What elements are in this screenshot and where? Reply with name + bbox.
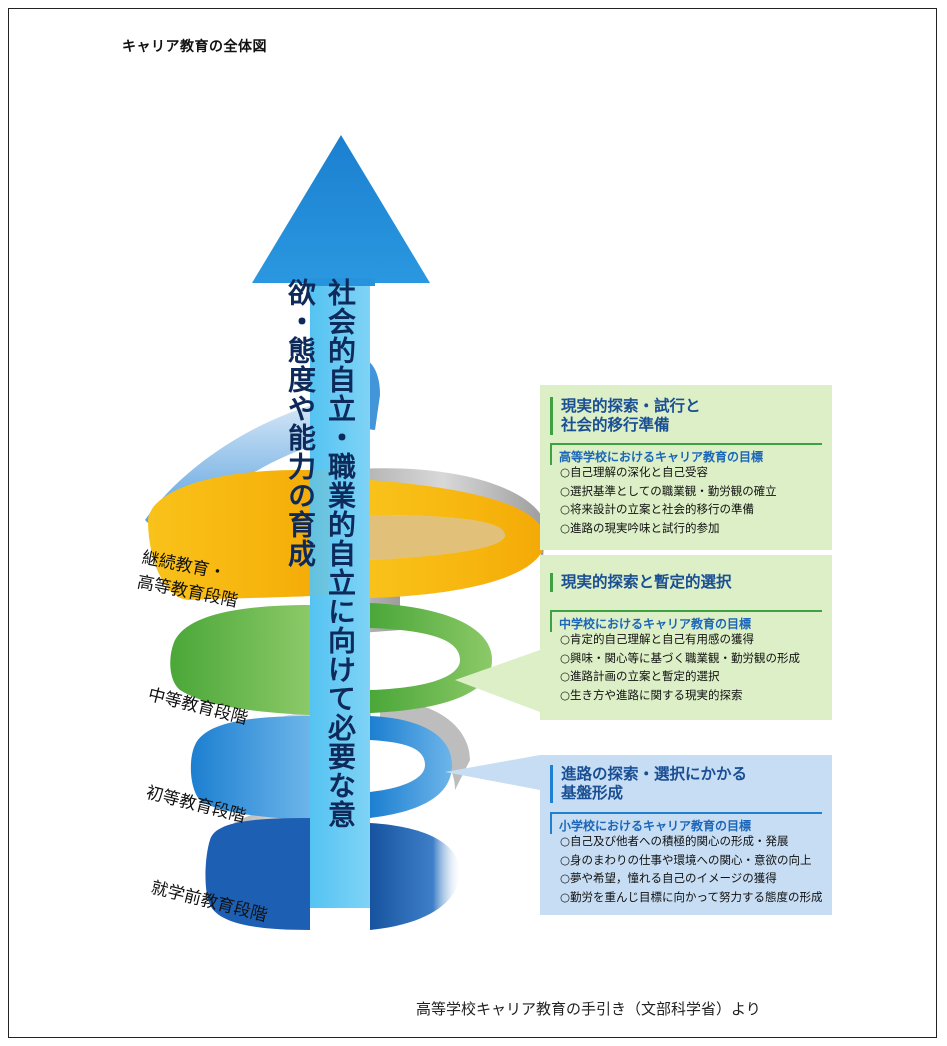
box-subheading: 中学校におけるキャリア教育の目標 [550,610,822,632]
list-item: ○夢や希望，憧れる自己のイメージの獲得 [560,871,777,885]
arrow-caption: 社会的自立・職業的自立に向けて必要な意欲・態度や能力の育成 [284,278,357,829]
ribbon-secondary [170,605,310,715]
box-heading: 進路の探索・選択にかかる 基盤形成 [550,765,747,803]
box-heading: 現実的探索と暫定的選択 [550,573,732,592]
list-item: ○肯定的自己理解と自己有用感の獲得 [560,632,755,646]
box-elementary: 進路の探索・選択にかかる 基盤形成 小学校におけるキャリア教育の目標 ○自己及び… [540,755,832,915]
box-items: ○肯定的自己理解と自己有用感の獲得 ○興味・関心等に基づく職業観・勤労観の形成 … [560,630,800,704]
box-subheading: 高等学校におけるキャリア教育の目標 [550,443,822,465]
list-item: ○勤労を重んじ目標に向かって努力する態度の形成 [560,889,823,904]
ribbon-higher-education-right [370,480,545,598]
arrow-head [252,135,430,283]
box-heading-line2: 社会的移行準備 [561,416,670,434]
list-item: ○興味・関心等に基づく職業観・勤労観の形成 [560,650,801,665]
figure-frame [8,8,937,1038]
source-caption: 高等学校キャリア教育の手引き（文部科学省）より [416,1000,761,1018]
ribbon-secondary-right [370,603,492,713]
box-subheading: 小学校におけるキャリア教育の目標 [550,812,822,834]
arrow-shaft-front [310,470,370,908]
diagram-title: キャリア教育の全体図 [122,39,267,55]
list-item: ○選択基準としての職業観・勤労観の確立 [560,483,777,498]
ribbon-preschool [205,818,310,930]
ribbon-higher-education-inner [370,515,505,560]
pointer-primary [445,755,540,790]
box-high-school: 現実的探索・試行と 社会的移行準備 高等学校におけるキャリア教育の目標 ○自己理… [540,385,832,550]
list-item: ○身のまわりの仕事や環境への関心・意欲の向上 [560,852,812,867]
box-junior-high: 現実的探索と暫定的選択 中学校におけるキャリア教育の目標 ○肯定的自己理解と自己… [540,555,832,720]
ribbon-preschool-right [370,823,461,930]
list-item: ○将来設計の立案と社会的移行の準備 [560,502,755,516]
ribbon-primary [190,716,310,820]
box-heading-line2: 基盤形成 [561,784,624,802]
box-items: ○自己及び他者への積極的関心の形成・発展 ○身のまわりの仕事や環境への関心・意欲… [560,832,822,906]
list-item: ○自己理解の深化と自己受容 [560,465,709,479]
arrow-neck [305,278,375,286]
box-heading-line1: 進路の探索・選択にかかる [561,765,748,783]
list-item: ○進路の現実吟味と試行的参加 [560,520,720,535]
ribbon-higher-education [148,470,330,600]
list-item: ○生き方や進路に関する現実的探索 [560,687,743,702]
box-heading-line1: 現実的探索・試行と [561,397,701,415]
box-items: ○自己理解の深化と自己受容 ○選択基準としての職業観・勤労観の確立 ○将来設計の… [560,463,777,537]
box-heading-line1: 現実的探索と暫定的選択 [561,573,732,591]
list-item: ○自己及び他者への積極的関心の形成・発展 [560,834,789,848]
ribbon-primary-right [370,716,452,818]
box-heading: 現実的探索・試行と 社会的移行準備 [550,397,701,435]
pointer-secondary [455,650,540,712]
list-item: ○進路計画の立案と暫定的選択 [560,669,720,683]
